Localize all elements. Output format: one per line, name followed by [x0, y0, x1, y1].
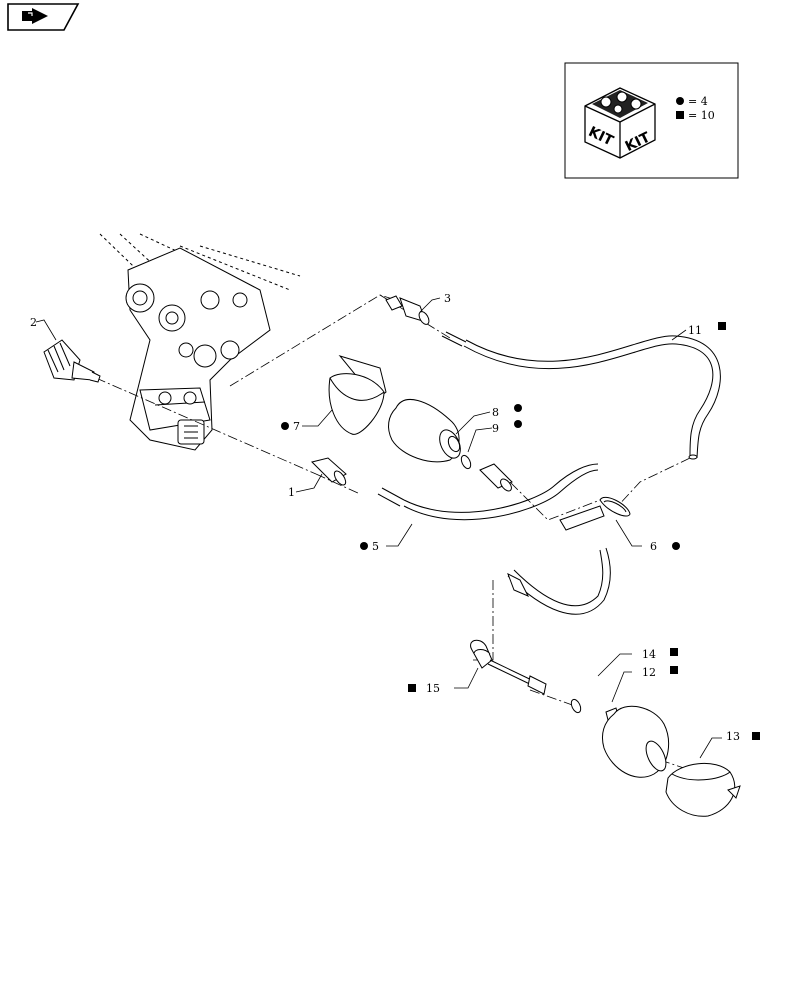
part-5-hose	[377, 463, 605, 531]
circle-marker-icon	[281, 422, 289, 430]
part-2-plug-fitting	[43, 339, 101, 383]
callout-6: 6	[650, 540, 680, 553]
square-marker-icon	[408, 684, 416, 692]
callout-2-number: 2	[30, 316, 37, 329]
nav-tab[interactable]	[7, 3, 80, 31]
circle-marker-icon	[672, 542, 680, 550]
part-7-strap	[328, 355, 387, 435]
callout-13-number: 13	[726, 730, 740, 743]
callout-9-number: 9	[492, 422, 499, 435]
callout-12: 12	[642, 666, 678, 679]
callout-2: 2	[30, 316, 37, 329]
part-14-o-ring	[570, 698, 582, 714]
circle-marker-icon	[514, 404, 522, 412]
callout-6-number: 6	[650, 540, 657, 553]
lower-hose	[507, 547, 611, 615]
square-marker-icon	[670, 666, 678, 674]
kit-legend-box: KIT KIT = 4 = 10	[564, 62, 739, 179]
callout-14: 14	[642, 648, 678, 661]
callout-7: 7	[281, 420, 300, 433]
part-1-fitting	[311, 457, 347, 486]
part-9-washer	[460, 454, 472, 470]
callout-7-number: 7	[293, 420, 300, 433]
square-marker-icon	[718, 322, 726, 330]
callout-12-number: 12	[642, 666, 656, 679]
part-11-hose	[441, 331, 721, 460]
square-marker-icon	[676, 111, 684, 119]
callout-labels: 2 3 11 7 8 9 1 5 6	[30, 292, 760, 743]
kit-box-icon	[584, 87, 656, 159]
callout-9: 9	[492, 420, 522, 435]
callout-1-number: 1	[288, 486, 295, 499]
legend-square-row: = 10	[676, 109, 715, 122]
callout-5-number: 5	[372, 540, 379, 553]
callout-3-number: 3	[444, 292, 451, 305]
part-8-canister	[388, 399, 461, 463]
callout-14-number: 14	[642, 648, 656, 661]
part-15-banjo-fitting	[470, 639, 547, 695]
callout-5: 5	[360, 540, 379, 553]
square-marker-icon	[752, 732, 760, 740]
legend-square-text: = 10	[688, 109, 715, 122]
callout-3: 3	[444, 292, 451, 305]
circle-marker-icon	[360, 542, 368, 550]
part-3-fitting	[385, 295, 430, 325]
callout-11-number: 11	[688, 324, 702, 337]
callout-15-number: 15	[426, 682, 440, 695]
callout-11: 11	[688, 322, 726, 337]
callout-leaders	[35, 297, 722, 759]
circle-marker-icon	[676, 97, 684, 105]
legend-circle-text: = 4	[688, 95, 708, 108]
callout-1: 1	[288, 486, 295, 499]
part-13-strap	[665, 762, 741, 817]
callout-8-number: 8	[492, 406, 499, 419]
callout-13: 13	[726, 730, 760, 743]
part-12-filter	[601, 705, 670, 778]
part-6-clamp	[599, 496, 631, 517]
callout-15: 15	[408, 682, 440, 695]
legend-circle-row: = 4	[676, 95, 708, 108]
square-marker-icon	[670, 648, 678, 656]
circle-marker-icon	[514, 420, 522, 428]
callout-8: 8	[492, 404, 522, 419]
arrow-icon	[22, 8, 48, 24]
valve-block-assembly	[99, 233, 301, 451]
fitting-near-part-9	[479, 463, 513, 492]
